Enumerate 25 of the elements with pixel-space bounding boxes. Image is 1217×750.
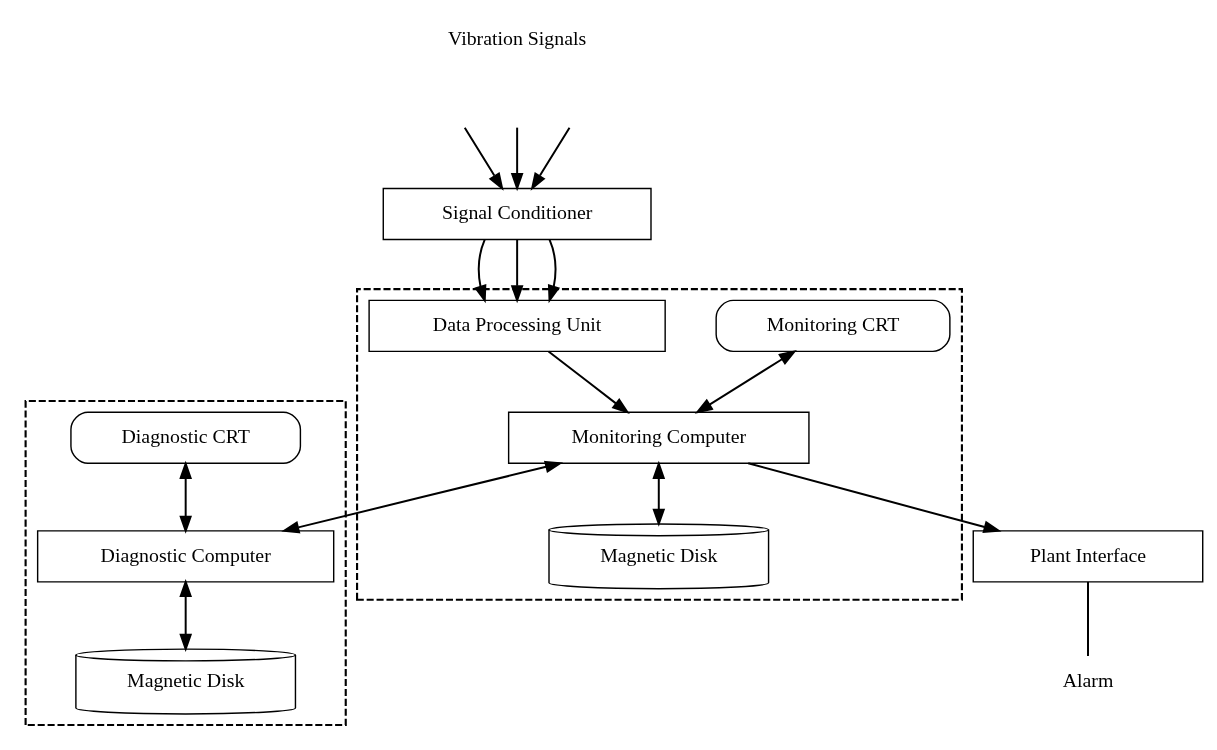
arrow (652, 460, 666, 527)
arrow (281, 460, 564, 533)
arrow (474, 238, 487, 303)
node-box: Monitoring CRT (715, 299, 951, 352)
node-box: Diagnostic Computer (36, 529, 335, 583)
node-box: Data Processing Unit (368, 299, 666, 352)
arrow (179, 460, 193, 534)
arrow (547, 238, 561, 303)
cluster (356, 287, 963, 601)
arrow (694, 349, 797, 414)
arrow (463, 126, 504, 191)
connector (1087, 580, 1089, 657)
node-box: Signal Conditioner (382, 187, 652, 240)
node-box: Monitoring Computer (507, 411, 810, 464)
node-box: Diagnostic CRT (70, 411, 302, 464)
arrow (747, 461, 1002, 533)
node-box: Plant Interface (972, 529, 1204, 583)
cluster (24, 399, 347, 726)
label: Vibration Signals (448, 26, 587, 49)
node-text: Alarm (1062, 668, 1114, 691)
arrow (510, 238, 524, 303)
arrow (547, 350, 630, 414)
arrow (179, 578, 193, 652)
arrow (530, 126, 571, 191)
arrow (510, 126, 524, 191)
